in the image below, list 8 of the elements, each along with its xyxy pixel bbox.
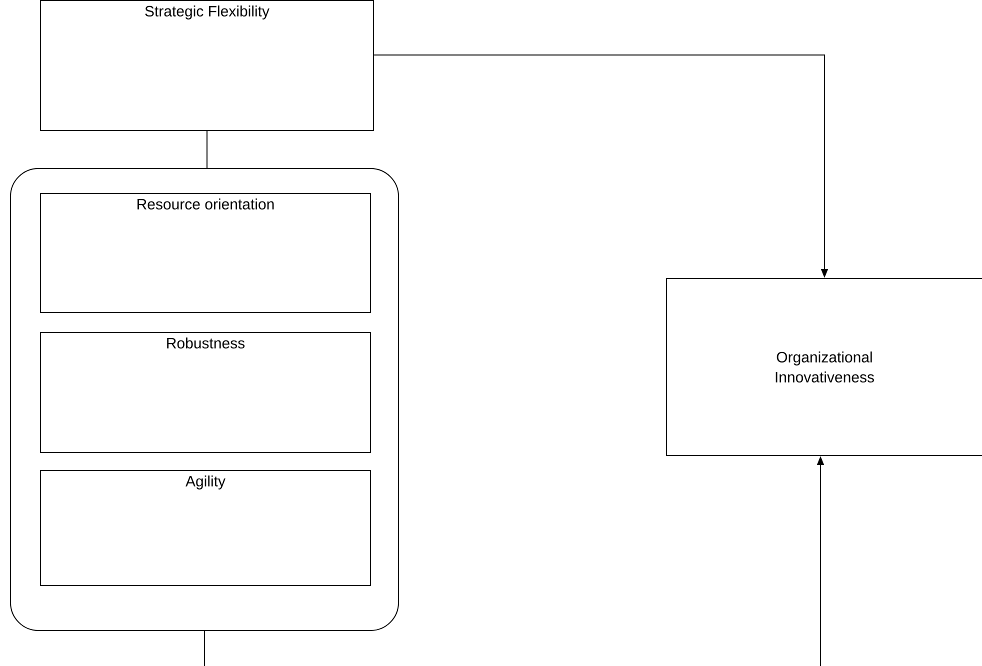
process-box: Organizational Innovativeness — [666, 278, 982, 456]
process-box: Robustness — [40, 332, 371, 453]
process-box: Agility — [40, 470, 371, 586]
process-box: Resource orientation — [40, 193, 371, 313]
group-box — [10, 168, 399, 631]
connector-line — [204, 630, 205, 666]
connector-line — [206, 130, 208, 168]
process-box: Strategic Flexibility — [40, 0, 374, 131]
